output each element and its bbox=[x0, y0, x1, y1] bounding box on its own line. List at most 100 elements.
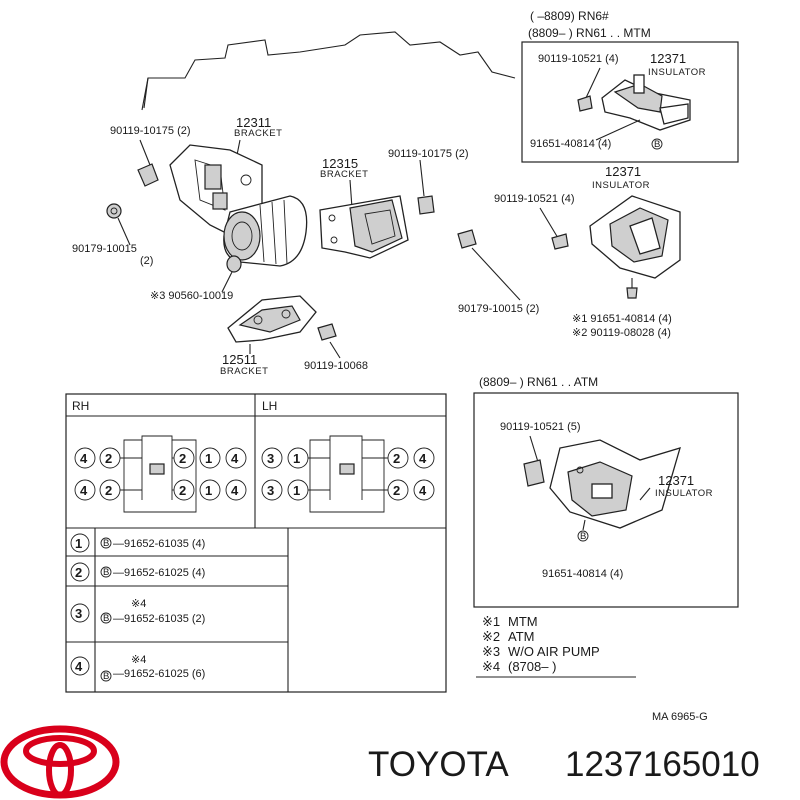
b-marker-icon bbox=[577, 530, 589, 542]
bracket-12315-number: 12315 bbox=[322, 156, 358, 171]
rh-top-1: 4 bbox=[80, 451, 88, 466]
b-marker-icon bbox=[100, 566, 112, 578]
bracket-12311-name: BRACKET bbox=[234, 128, 282, 139]
lh-top-4: 4 bbox=[419, 451, 427, 466]
bolt-label: 90119-10521 (4) bbox=[538, 53, 619, 65]
range-label-rn6: ( –8809) RN6# bbox=[530, 9, 609, 23]
atm-part-number: 12371 bbox=[658, 473, 694, 488]
row-number: 3 bbox=[75, 606, 82, 621]
washer-icon bbox=[106, 203, 122, 219]
lh-bracket-sketch bbox=[309, 435, 385, 513]
range-label-rn61-atm: (8809– ) RN61 . . ATM bbox=[479, 375, 598, 389]
rh-bracket-sketch bbox=[123, 435, 197, 513]
row-part-text: —91652-61025 (4) bbox=[113, 567, 205, 579]
bracket-12511-assembly: 12511 BRACKET 90119-10068 bbox=[220, 295, 368, 377]
rh-callouts: 4 2 2 1 4 4 2 2 1 4 bbox=[74, 447, 247, 501]
lh-bottom-2: 1 bbox=[293, 483, 300, 498]
insulator-name: INSULATOR bbox=[592, 180, 650, 191]
row-part-text: —91652-61035 (4) bbox=[113, 538, 205, 550]
engine-outline bbox=[141, 31, 516, 111]
table-row: 2 B —91652-61025 (4) bbox=[70, 562, 205, 582]
b-marker-icon bbox=[100, 670, 112, 682]
note-nut1-label: ※1 91651-40814 (4) bbox=[572, 313, 672, 325]
row-part-text: —91652-61035 (2) bbox=[113, 613, 205, 625]
nut-label: 91651-40814 (4) bbox=[530, 138, 611, 150]
svg-text:B: B bbox=[103, 671, 110, 682]
bracket-12315-assembly: 12315 BRACKET 90119-10175 (2) 90179-1001… bbox=[319, 148, 539, 315]
bracket-12511-number: 12511 bbox=[222, 352, 257, 367]
table-row: 1 B —91652-61035 (4) bbox=[70, 533, 205, 553]
figure-code: MA 6965-G bbox=[652, 711, 708, 723]
legend: ※1 MTM ※2 ATM ※3 W/O AIR PUMP ※4 (8708– … bbox=[476, 614, 636, 678]
b-marker-icon bbox=[651, 138, 663, 150]
atm-part-name: INSULATOR bbox=[655, 488, 713, 499]
range-label-rn61-mtm: (8809– ) RN61 . . MTM bbox=[528, 26, 651, 40]
part-number: 12371 bbox=[650, 51, 686, 66]
rh-bottom-2: 2 bbox=[105, 483, 112, 498]
rh-bottom-4: 1 bbox=[205, 483, 212, 498]
insulator-number: 12371 bbox=[605, 164, 641, 179]
lh-callouts: 3 1 2 4 3 1 2 4 bbox=[261, 447, 435, 501]
bolt-mid-label: 90119-10175 (2) bbox=[388, 148, 469, 160]
part-name: INSULATOR bbox=[648, 67, 706, 78]
legend-text-2: ATM bbox=[508, 629, 534, 644]
rh-bottom-3: 2 bbox=[179, 483, 186, 498]
rh-top-3: 2 bbox=[179, 451, 186, 466]
row-star: ※4 bbox=[131, 654, 146, 666]
lh-top-2: 1 bbox=[293, 451, 300, 466]
svg-text:B: B bbox=[103, 613, 110, 624]
table-row: 4 ※4 B —91652-61025 (6) bbox=[70, 654, 205, 682]
row-star: ※4 bbox=[131, 598, 146, 610]
bracket-12511-name: BRACKET bbox=[220, 366, 268, 377]
bracket-12311-number: 12311 bbox=[236, 115, 271, 130]
rh-top-4: 1 bbox=[205, 451, 212, 466]
rh-top-2: 2 bbox=[105, 451, 112, 466]
part-number-title: 1237165010 bbox=[565, 745, 760, 784]
atm-nut-label: 91651-40814 (4) bbox=[542, 568, 623, 580]
row-number: 2 bbox=[75, 565, 82, 580]
legend-key-4: ※4 bbox=[482, 659, 500, 674]
brand-name: TOYOTA bbox=[368, 745, 509, 784]
bolt-left-label: 90119-10175 (2) bbox=[110, 125, 191, 137]
table-header-rh: RH bbox=[72, 399, 89, 413]
insulator-12371-assembly: 12371 INSULATOR 90119-10521 (4) ※1 91651… bbox=[494, 164, 681, 339]
bolt-c-label: 90119-10068 bbox=[304, 360, 368, 372]
mtm-insulator-box: ( –8809) RN6# (8809– ) RN61 . . MTM 9011… bbox=[521, 9, 739, 163]
rh-top-5: 4 bbox=[231, 451, 239, 466]
bracket-12315-name: BRACKET bbox=[320, 169, 368, 180]
svg-text:B: B bbox=[103, 567, 110, 578]
rh-bottom-1: 4 bbox=[80, 483, 88, 498]
table-header-lh: LH bbox=[262, 399, 277, 413]
b-marker-icon bbox=[100, 537, 112, 549]
note-nut2-label: ※2 90119-08028 (4) bbox=[572, 327, 671, 339]
washer-mid-label: 90179-10015 (2) bbox=[458, 303, 539, 315]
svg-text:B: B bbox=[654, 139, 661, 150]
legend-key-1: ※1 bbox=[482, 614, 500, 629]
b-marker-icon bbox=[100, 612, 112, 624]
row-part-text: —91652-61025 (6) bbox=[113, 668, 205, 680]
lh-top-1: 3 bbox=[267, 451, 274, 466]
legend-text-3: W/O AIR PUMP bbox=[508, 644, 600, 659]
legend-key-2: ※2 bbox=[482, 629, 500, 644]
legend-key-3: ※3 bbox=[482, 644, 500, 659]
legend-text-1: MTM bbox=[508, 614, 538, 629]
bracket-12311-assembly: 90119-10175 (2) 12311 BRACKET 90179-1001… bbox=[72, 115, 308, 302]
lh-top-3: 2 bbox=[393, 451, 400, 466]
insulator-bolt-label: 90119-10521 (4) bbox=[494, 193, 575, 205]
toyota-logo-icon bbox=[0, 725, 120, 799]
atm-bolt-label: 90119-10521 (5) bbox=[500, 421, 581, 433]
rh-bottom-5: 4 bbox=[231, 483, 239, 498]
row-number: 4 bbox=[75, 659, 83, 674]
table-row: 3 ※4 B —91652-61035 (2) bbox=[70, 598, 205, 625]
lh-bottom-4: 4 bbox=[419, 483, 427, 498]
washer-left-label: 90179-10015 bbox=[72, 243, 137, 255]
lh-bottom-1: 3 bbox=[267, 483, 274, 498]
legend-text-4: (8708– ) bbox=[508, 659, 556, 674]
bushing-label: ※3 90560-10019 bbox=[150, 290, 233, 302]
lh-bottom-3: 2 bbox=[393, 483, 400, 498]
svg-text:B: B bbox=[103, 538, 110, 549]
atm-insulator-box: (8809– ) RN61 . . ATM 90119-10521 (5) 12… bbox=[473, 375, 739, 608]
washer-left-qty: (2) bbox=[140, 255, 153, 267]
fastener-table: RH LH 4 2 2 1 4 4 2 2 1 4 bbox=[65, 393, 447, 693]
